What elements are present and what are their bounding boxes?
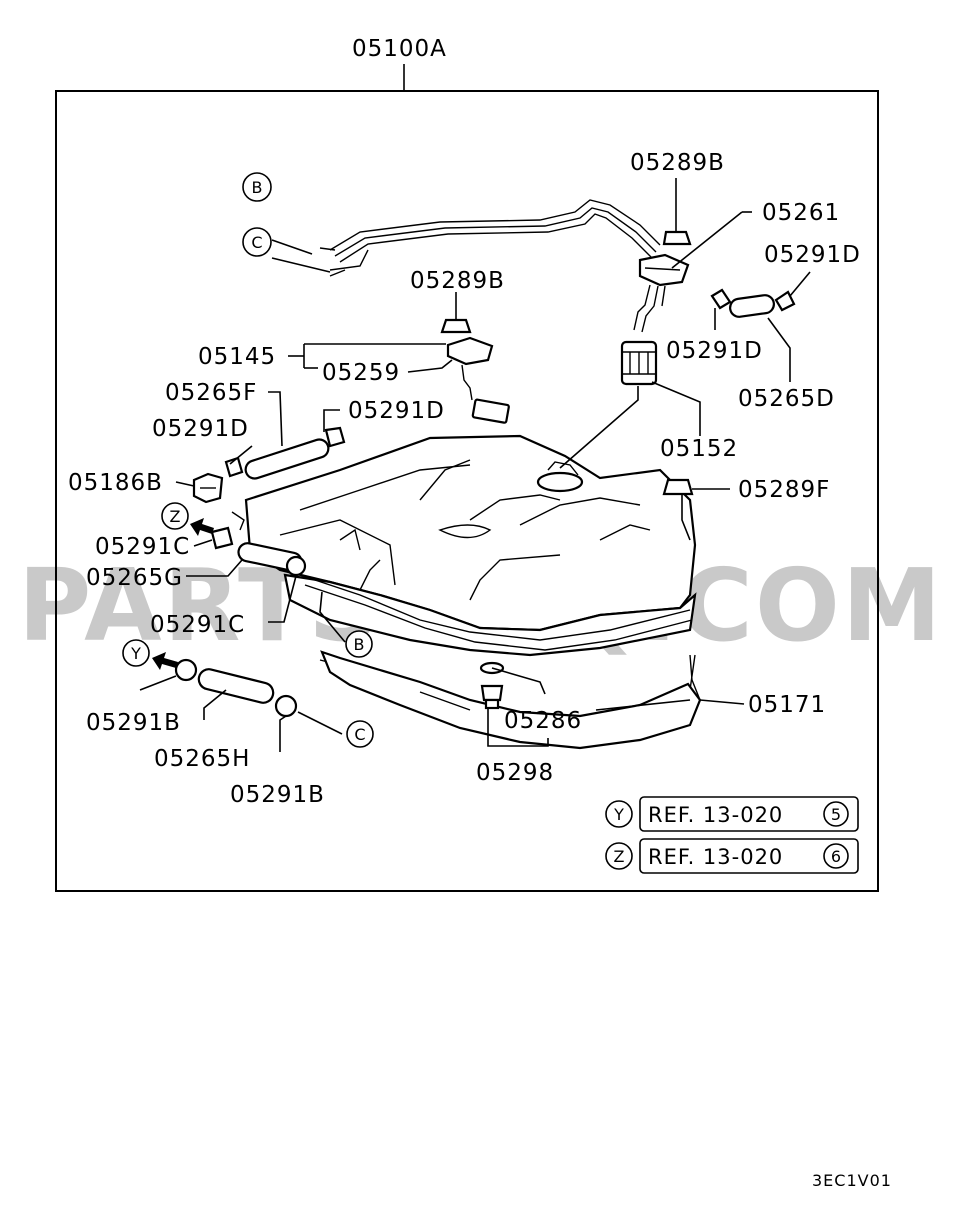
connector-z-left[interactable]: Z bbox=[161, 502, 189, 530]
fuel-tank[interactable] bbox=[244, 434, 697, 657]
fuel-gauge-unit[interactable] bbox=[440, 318, 510, 424]
label-05298[interactable]: 05298 bbox=[476, 760, 554, 786]
assembly-label[interactable]: 05100A bbox=[352, 36, 447, 62]
connector-y-left[interactable]: Y bbox=[122, 639, 150, 667]
leader-lines bbox=[139, 178, 811, 752]
drain-plug[interactable] bbox=[479, 661, 505, 710]
label-05291d-mid[interactable]: 05291D bbox=[348, 398, 445, 424]
svg-text:B: B bbox=[252, 178, 263, 197]
label-05286[interactable]: 05286 bbox=[504, 708, 582, 734]
hose-05265h[interactable] bbox=[174, 658, 298, 718]
svg-text:REF. 13-020: REF. 13-020 bbox=[648, 845, 783, 869]
fuel-pump-assembly[interactable] bbox=[633, 253, 690, 333]
arrow-z bbox=[190, 518, 214, 536]
connector-b-bottom[interactable]: B bbox=[345, 630, 373, 658]
svg-text:C: C bbox=[251, 233, 262, 252]
diagram-frame bbox=[55, 90, 879, 892]
svg-text:6: 6 bbox=[831, 847, 841, 866]
drawing-code: 3EC1V01 bbox=[812, 1171, 892, 1190]
label-05186b[interactable]: 05186B bbox=[68, 470, 163, 496]
nut-05289b-top[interactable] bbox=[662, 230, 692, 246]
reference-z[interactable]: Z REF. 13-020 6 bbox=[605, 838, 859, 874]
fuel-filter[interactable] bbox=[620, 340, 658, 386]
label-05291b-a[interactable]: 05291B bbox=[86, 710, 181, 736]
label-05291d-right2[interactable]: 05291D bbox=[666, 338, 763, 364]
label-05289f[interactable]: 05289F bbox=[738, 477, 830, 503]
svg-text:C: C bbox=[354, 725, 365, 744]
arrow-y bbox=[152, 652, 178, 670]
svg-text:Z: Z bbox=[614, 847, 625, 866]
label-05261[interactable]: 05261 bbox=[762, 200, 840, 226]
label-05291b-b[interactable]: 05291B bbox=[230, 782, 325, 808]
label-05259[interactable]: 05259 bbox=[322, 360, 400, 386]
label-05291c-b[interactable]: 05291C bbox=[150, 612, 245, 638]
label-05289b-mid[interactable]: 05289B bbox=[410, 268, 505, 294]
label-05291c-a[interactable]: 05291C bbox=[95, 534, 190, 560]
label-05291d-right[interactable]: 05291D bbox=[764, 242, 861, 268]
tank-protector[interactable] bbox=[320, 650, 702, 750]
svg-text:Y: Y bbox=[130, 644, 141, 663]
svg-text:Z: Z bbox=[170, 507, 181, 526]
label-05145[interactable]: 05145 bbox=[198, 344, 276, 370]
label-05291d-left[interactable]: 05291D bbox=[152, 416, 249, 442]
connector-b-top[interactable]: B bbox=[242, 172, 272, 202]
label-05265f[interactable]: 05265F bbox=[165, 380, 257, 406]
hose-05265g[interactable] bbox=[210, 511, 307, 577]
label-05171[interactable]: 05171 bbox=[748, 692, 826, 718]
svg-text:B: B bbox=[354, 635, 365, 654]
nut-05289f[interactable] bbox=[662, 478, 694, 496]
fuel-lines[interactable] bbox=[319, 199, 661, 277]
label-05265d[interactable]: 05265D bbox=[738, 386, 835, 412]
label-05152[interactable]: 05152 bbox=[660, 436, 738, 462]
label-05289b-top[interactable]: 05289B bbox=[630, 150, 725, 176]
hose-05265f[interactable] bbox=[224, 426, 346, 481]
connector-c-bottom[interactable]: C bbox=[346, 720, 374, 748]
svg-text:REF. 13-020: REF. 13-020 bbox=[648, 803, 783, 827]
label-05265h[interactable]: 05265H bbox=[154, 746, 250, 772]
svg-text:Y: Y bbox=[613, 805, 624, 824]
label-05265g[interactable]: 05265G bbox=[86, 565, 183, 591]
check-valve-05186b[interactable] bbox=[192, 472, 224, 504]
reference-y[interactable]: Y REF. 13-020 5 bbox=[605, 796, 859, 832]
hose-05265d[interactable] bbox=[710, 288, 796, 318]
connector-c-top[interactable]: C bbox=[242, 227, 272, 257]
svg-text:5: 5 bbox=[831, 805, 841, 824]
